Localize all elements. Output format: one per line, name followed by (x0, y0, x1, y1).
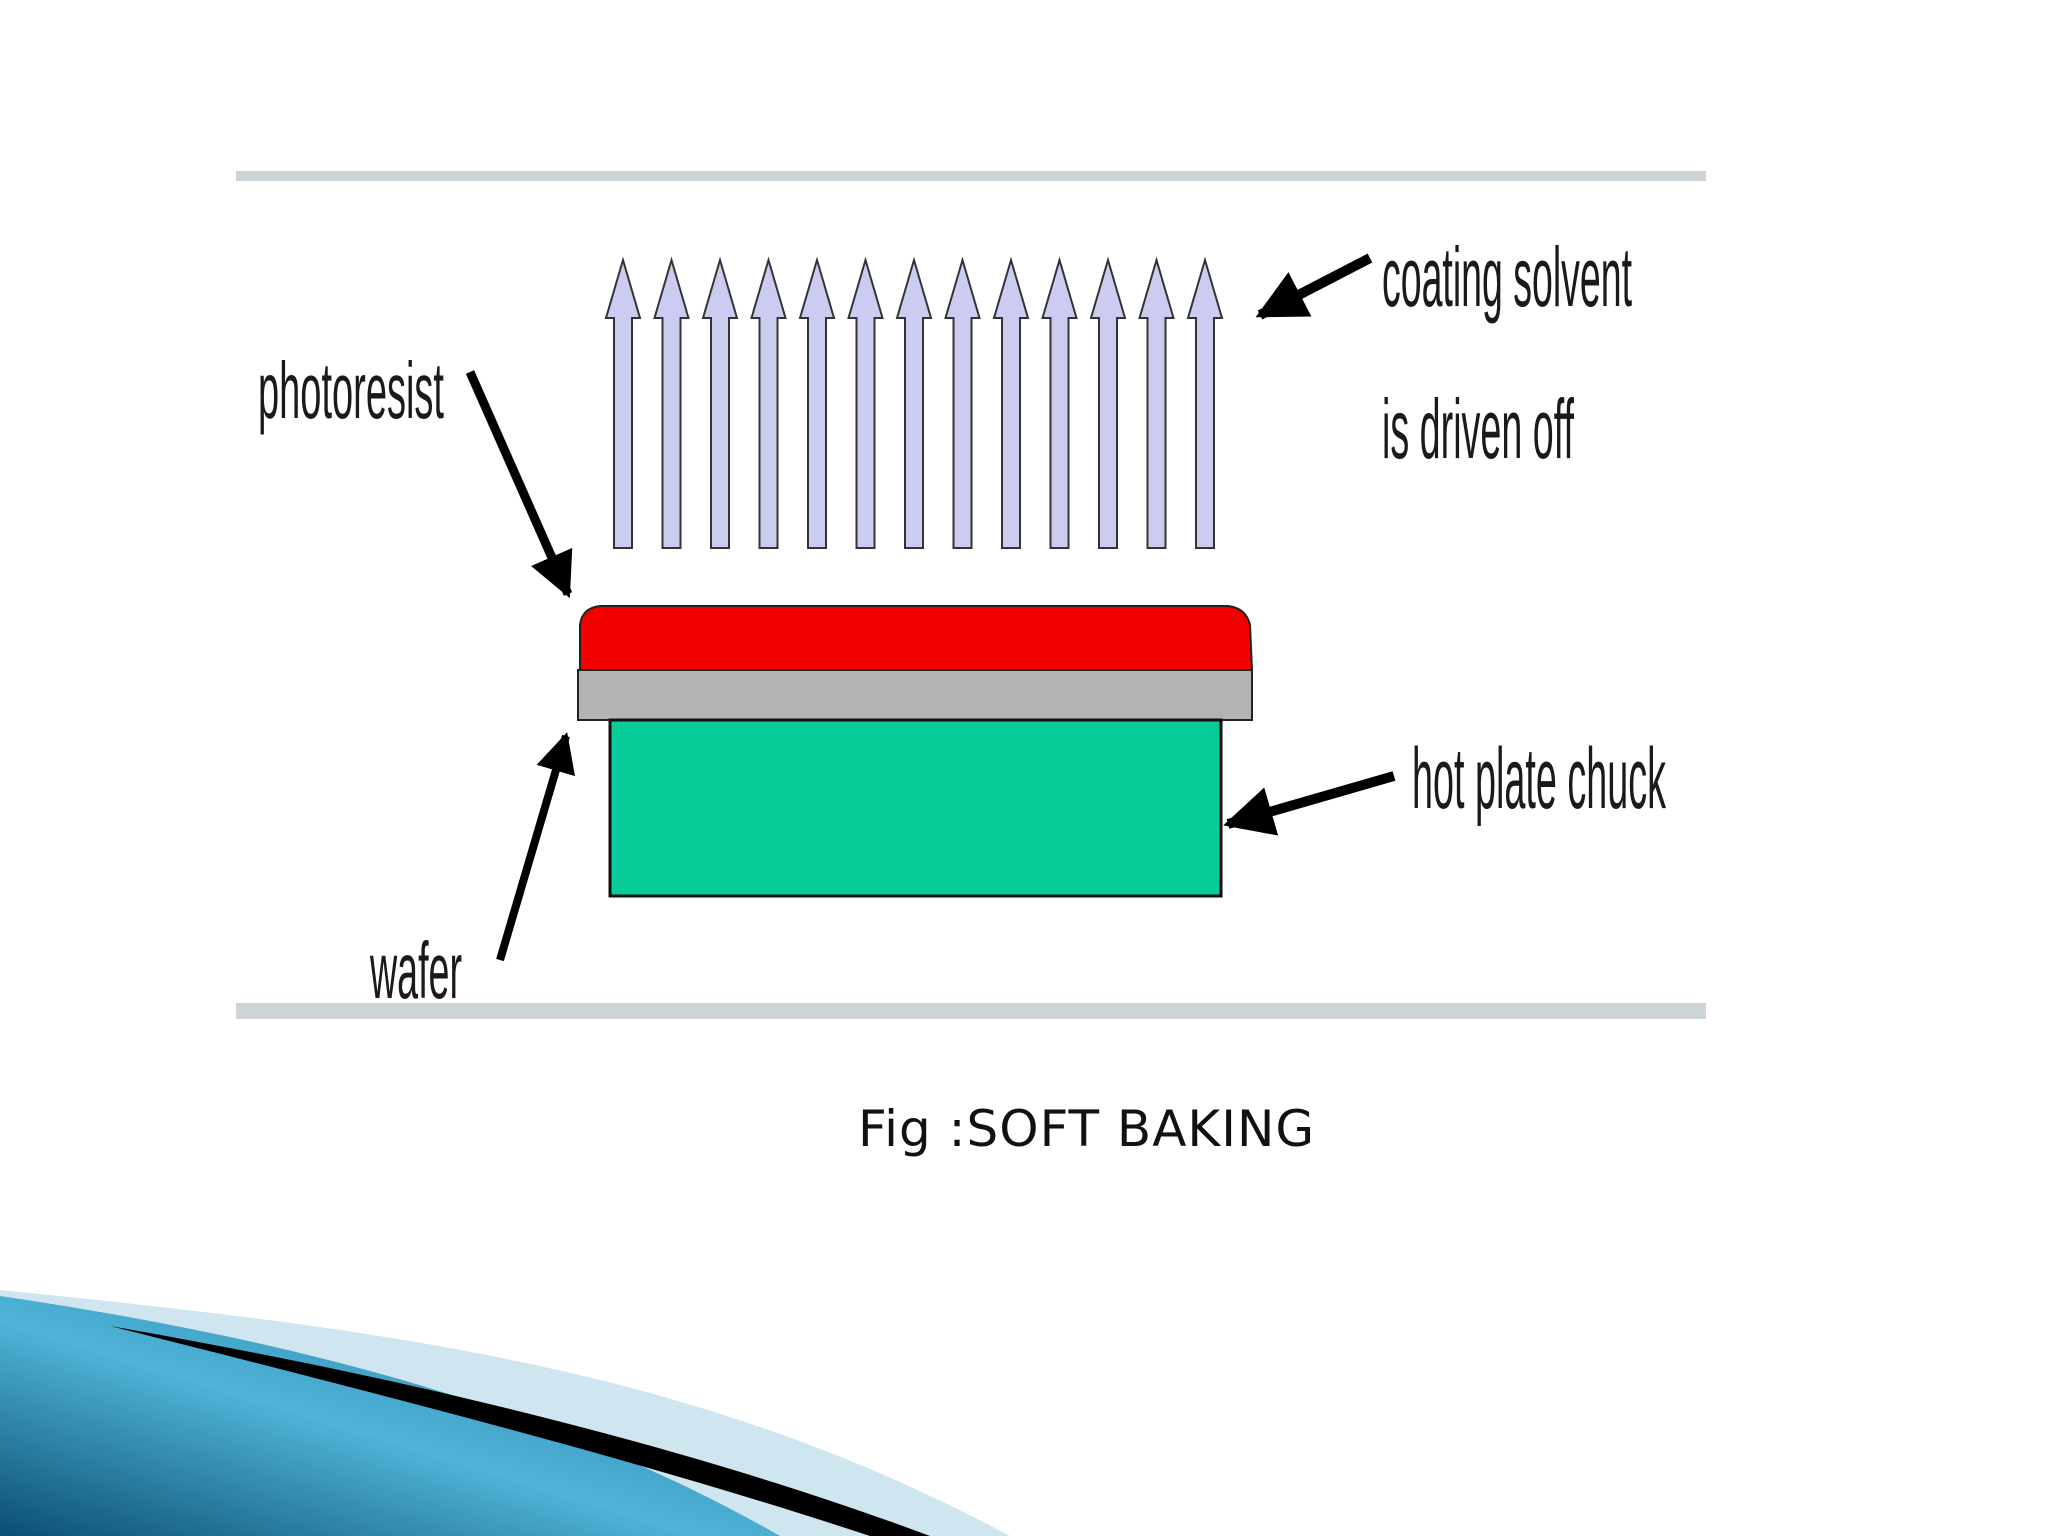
coating-solvent-pointer-arrow (1255, 253, 1373, 320)
solvent-arrow (847, 256, 884, 549)
hot-plate-chuck (608, 718, 1223, 898)
frame-bottom-line (236, 1003, 1706, 1019)
solvent-arrow (750, 256, 787, 549)
solvent-arrow (1186, 256, 1224, 549)
wafer-pointer-arrow (496, 732, 576, 962)
solvent-arrow (798, 256, 836, 549)
solvent-arrow (1041, 256, 1078, 549)
photoresist-label: photoresist (258, 346, 444, 435)
coating-solvent-label-line2: is driven off (1382, 382, 1574, 476)
solvent-arrows (604, 256, 1224, 549)
figure-caption: Fig :SOFT BAKING (858, 1100, 1316, 1158)
solvent-arrow (1138, 256, 1175, 549)
hot-plate-chuck-pointer-arrow (1223, 771, 1396, 836)
solvent-arrow (1089, 256, 1127, 549)
photoresist-pointer-arrow (465, 370, 573, 599)
solvent-arrow (992, 256, 1030, 549)
wafer-label: wafer (370, 926, 462, 1015)
solvent-arrow (701, 256, 739, 549)
wafer-layer (577, 669, 1253, 721)
photoresist-layer (579, 605, 1254, 671)
solvent-arrow (604, 256, 642, 549)
solvent-arrow (653, 256, 690, 549)
hot-plate-chuck-label: hot plate chuck (1412, 731, 1666, 827)
frame-top-line (236, 171, 1706, 181)
solvent-arrow (944, 256, 981, 549)
solvent-arrow (895, 256, 933, 549)
coating-solvent-label-line1: coating solvent (1382, 230, 1632, 324)
